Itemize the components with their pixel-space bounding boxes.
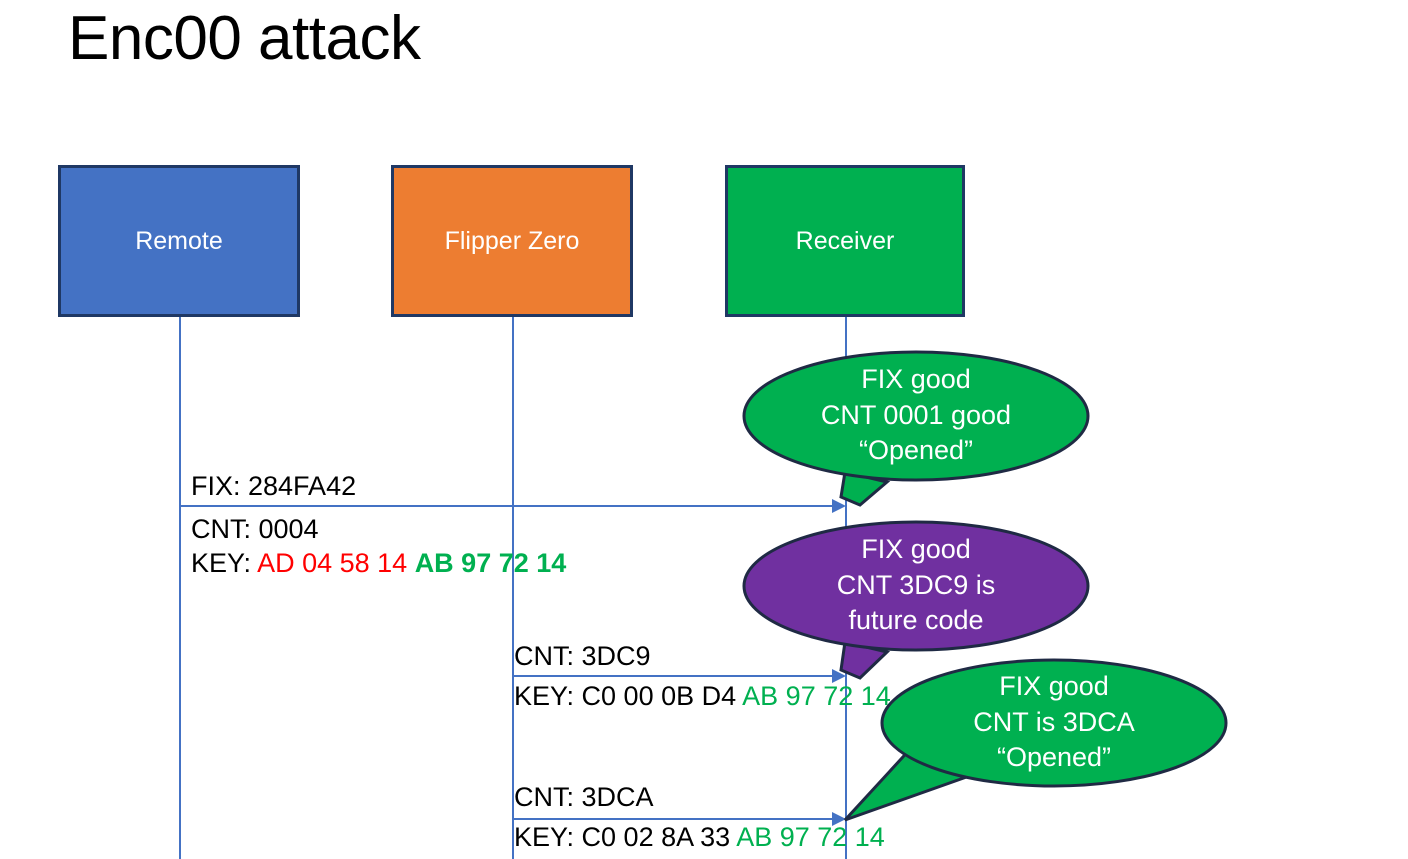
message-arrow-head-3: [832, 812, 846, 826]
message-3-cnt-text: CNT: 3DCA: [514, 782, 654, 812]
message-3-key: KEY: C0 02 8A 33 AB 97 72 14: [514, 822, 885, 853]
message-1-cnt: CNT: 0004: [191, 514, 319, 545]
actor-box-receiver[interactable]: Receiver: [725, 165, 965, 317]
message-1-key: KEY: AD 04 58 14 AB 97 72 14: [191, 548, 566, 579]
actor-label-receiver: Receiver: [795, 226, 895, 255]
message-1-key-green: AB 97 72 14: [414, 548, 567, 578]
message-arrow-head-2: [832, 669, 846, 683]
callout-2-shape: [742, 520, 1090, 680]
message-1-cnt-text: CNT: 0004: [191, 514, 319, 544]
message-2-cnt-text: CNT: 3DC9: [514, 641, 651, 671]
message-2-key-label: KEY: C0 00 0B D4: [514, 681, 737, 711]
message-arrow-line-1: [180, 505, 832, 507]
page-title: Enc00 attack: [68, 4, 421, 73]
message-arrow-line-3: [513, 818, 832, 820]
message-3-key-label: KEY: C0 02 8A 33: [514, 822, 731, 852]
message-1-key-red: AD 04 58 14: [257, 548, 408, 578]
message-1-fix: FIX: 284FA42: [191, 471, 356, 502]
message-1-key-label: KEY:: [191, 548, 252, 578]
lifeline-remote: [179, 317, 181, 859]
actor-label-remote: Remote: [135, 226, 223, 255]
lifeline-flipper: [512, 317, 514, 859]
message-arrow-head-1: [832, 499, 846, 513]
callout-2[interactable]: FIX good CNT 3DC9 is future code: [742, 520, 1090, 680]
callout-3-shape: [843, 658, 1228, 822]
message-2-key: KEY: C0 00 0B D4 AB 97 72 14: [514, 681, 891, 712]
message-arrow-line-2: [513, 675, 832, 677]
message-3-cnt: CNT: 3DCA: [514, 782, 654, 813]
actor-label-flipper: Flipper Zero: [444, 226, 580, 255]
actor-box-flipper[interactable]: Flipper Zero: [391, 165, 633, 317]
message-1-fix-text: FIX: 284FA42: [191, 471, 357, 501]
callout-1[interactable]: FIX good CNT 0001 good “Opened”: [742, 350, 1090, 510]
message-2-key-green: AB 97 72 14: [742, 681, 891, 711]
message-2-cnt: CNT: 3DC9: [514, 641, 651, 672]
message-3-key-green: AB 97 72 14: [736, 822, 885, 852]
callout-3[interactable]: FIX good CNT is 3DCA “Opened”: [843, 658, 1265, 823]
actor-box-remote[interactable]: Remote: [58, 165, 300, 317]
callout-1-shape: [742, 350, 1090, 507]
